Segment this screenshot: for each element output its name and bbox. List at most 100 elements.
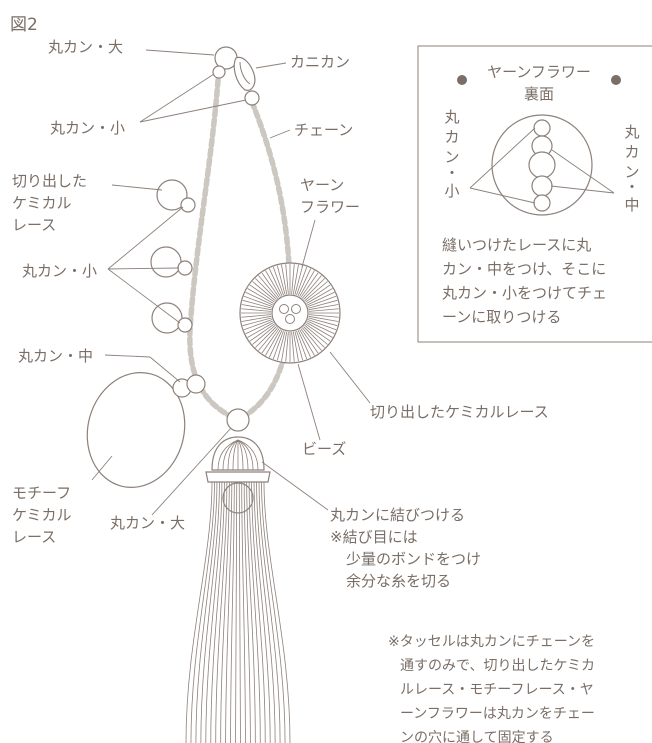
inset-ring-4 [531, 175, 553, 197]
cut-lace-ring-3 [151, 302, 183, 334]
yarn-flower-petal [285, 264, 289, 295]
yarn-flower-petal [242, 299, 272, 309]
label-yarn-flower-line1: ヤーン [300, 176, 344, 194]
yarn-flower-petal [243, 319, 273, 331]
inset-left-label-1: 丸 [444, 108, 459, 126]
yarn-flower-petal [305, 323, 331, 342]
inset-desc-line2: カン・中をつけ、そこに [442, 260, 606, 278]
yarn-flower-petal [258, 275, 279, 299]
yarn-flower-petal [297, 268, 312, 296]
yarn-flower-petal [252, 281, 276, 302]
inset-dot-left [457, 75, 467, 85]
label-beads: ビーズ [302, 440, 346, 458]
yarn-flower-petal [300, 328, 319, 354]
yarn-flower-petal [306, 322, 333, 338]
yarn-flower-petal [249, 323, 275, 342]
tassel-head-lines [217, 439, 259, 471]
yarn-flower-petal [296, 330, 308, 360]
yarn-flower-petal [300, 272, 319, 298]
inset-right-label-2: カ [624, 143, 639, 161]
yarn-flower-petal [272, 330, 284, 360]
tassel-head-line [237, 439, 244, 471]
yarn-flower-petal [303, 326, 325, 348]
tassel-strand [263, 481, 291, 743]
leader-lines [91, 49, 371, 516]
yarn-flower-petal [241, 308, 272, 312]
yarn-flower-petal [307, 319, 337, 331]
tassel-strand [200, 481, 220, 743]
figure-label: 図2 [10, 15, 38, 35]
small-jump-ring-top-right [244, 90, 260, 106]
small-jump-ring-2 [177, 260, 193, 276]
label-large-ring-top: 丸カン・大 [48, 38, 123, 56]
yarn-flower-petal [291, 264, 295, 295]
yarn-flower-petal [294, 331, 304, 361]
tassel-strand [261, 481, 286, 743]
yarn-flower-petal [285, 331, 289, 362]
note-line3: ルレース・モチーフレース・ヤ [400, 682, 594, 698]
tassel-head-line [237, 439, 249, 471]
yarn-flower-petal [241, 314, 272, 318]
label-large-ring-bottom: 丸カン・大 [110, 514, 185, 532]
inset-title-line1: ヤーンフラワー [487, 63, 591, 81]
yarn-flower-petal [304, 324, 328, 345]
note-line2: 通すのみで、切り出したケミカ [400, 658, 595, 674]
yarn-flower-petal [308, 314, 339, 318]
yarn-flower-petal [241, 315, 272, 322]
tassel-strand [220, 481, 230, 743]
inset-left-label-4: ・ [444, 164, 459, 182]
yarn-flower-petal [305, 284, 331, 303]
yarn-flower-petal [261, 328, 280, 354]
yarn-flower-petal [252, 324, 276, 345]
tassel-head-line [222, 439, 239, 471]
inset-left-label-2: カ [444, 128, 459, 146]
yarn-flower-petal [243, 295, 273, 307]
yarn-flower-petal [247, 322, 274, 338]
tassel-strand [230, 481, 235, 743]
inset-title-line2: 裏面 [524, 85, 554, 103]
tassel-head-line [237, 439, 254, 471]
yarn-flower-petal [242, 317, 272, 327]
bottom-note: ※タッセルは丸カンにチェーンを 通すのみで、切り出したケミカ ルレース・モチーフ… [388, 634, 595, 743]
tassel-strand [248, 481, 261, 743]
yarn-flower-petal [272, 266, 284, 296]
label-lobster-clasp: カニカン [290, 53, 350, 71]
yarn-flower-petal [294, 265, 304, 295]
yarn-flower-petal [308, 299, 338, 309]
lobster-clasp-hook [239, 61, 251, 85]
inset-right-label-5: 中 [624, 196, 639, 214]
tassel-strand [210, 481, 225, 743]
tassel [185, 436, 291, 743]
yarn-flower-petal [247, 288, 274, 304]
tassel-strands [185, 481, 291, 743]
large-jump-ring-bottom [226, 408, 250, 432]
yarn-flower-petals [241, 264, 339, 362]
yarn-flower-petal [281, 331, 288, 362]
yarn-flower-petal [296, 266, 308, 296]
yarn-flower-petal [291, 331, 295, 362]
yarn-flower-petal [307, 291, 335, 306]
yarn-flower-petal [258, 327, 279, 351]
label-motif-lace-line3: レース [12, 528, 56, 546]
yarn-flower-petal [268, 330, 283, 358]
label-medium-ring: 丸カン・中 [18, 347, 93, 365]
tassel-strand [253, 481, 271, 743]
yarn-flower-petal [276, 265, 286, 295]
label-tie-line2: ※結び目には [330, 528, 418, 546]
inset-box: ヤーンフラワー 裏面 丸 カ ン ・ 小 丸 カ ン ・ 中 縫いつけたレースに… [417, 45, 652, 343]
tassel-strand [243, 481, 251, 743]
inset-left-label-5: 小 [444, 182, 459, 200]
tassel-strand [185, 481, 213, 743]
tassel-strand [251, 481, 266, 743]
tassel-strand [190, 481, 215, 743]
inset-desc-line3: 丸カン・小をつけてチェ [442, 284, 607, 302]
yarn-flower-petal [308, 315, 339, 322]
inset-desc-line1: 縫いつけたレースに丸 [442, 236, 591, 254]
yarn-flower-petal [307, 320, 335, 335]
cut-lace-ring-2 [150, 246, 182, 278]
yarn-flower-petal [308, 304, 339, 311]
yarn-flower-petal [292, 331, 299, 362]
tassel-strand [238, 481, 241, 743]
chain-left-strand [187, 77, 241, 423]
